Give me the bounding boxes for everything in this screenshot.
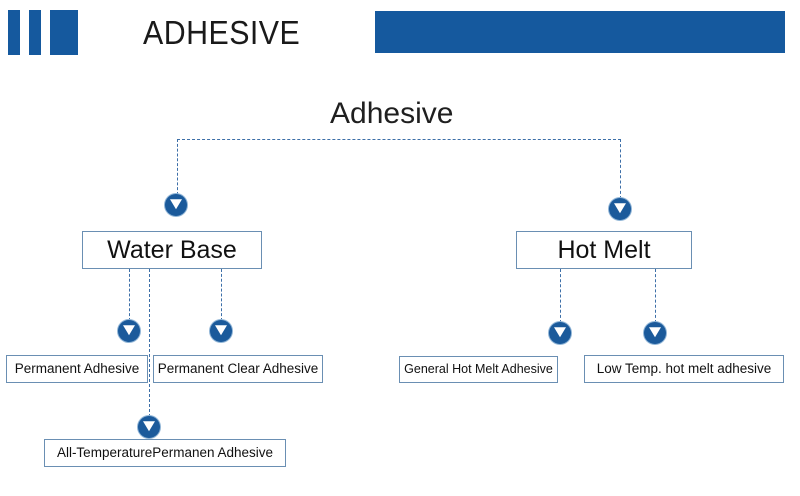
- arrow-marker-hot-melt-icon: [609, 198, 631, 220]
- arrow-marker-permanent-adhesive-icon: [118, 320, 140, 342]
- node-hot-melt[interactable]: Hot Melt: [516, 231, 692, 269]
- connector-water-base-to-all-temperature: [149, 269, 150, 417]
- logo-bar-3: [50, 10, 78, 55]
- arrow-marker-permanent-clear-adhesive-icon: [210, 320, 232, 342]
- connector-hot-melt-to-general: [560, 269, 561, 323]
- connector-root-to-water-base: [177, 139, 178, 195]
- arrow-marker-low-temp-hot-melt-icon: [644, 322, 666, 344]
- diagram-title: Adhesive: [330, 97, 454, 130]
- logo-bar-2: [29, 10, 41, 55]
- connector-water-base-to-permanent-adhesive: [129, 269, 130, 321]
- node-general-hot-melt-adhesive[interactable]: General Hot Melt Adhesive: [399, 356, 558, 383]
- connector-water-base-to-permanent-clear: [221, 269, 222, 321]
- header-title: ADHESIVE: [143, 14, 301, 51]
- node-all-temperature-permanen-adhesive[interactable]: All-TemperaturePermanen Adhesive: [44, 439, 286, 467]
- arrow-marker-all-temperature-icon: [138, 416, 160, 438]
- connector-root-horizontal: [177, 139, 621, 140]
- logo-bar-1: [8, 10, 20, 55]
- arrow-marker-water-base-icon: [165, 194, 187, 216]
- connector-hot-melt-to-low-temp: [655, 269, 656, 323]
- header-banner: [375, 11, 785, 53]
- node-permanent-adhesive[interactable]: Permanent Adhesive: [6, 355, 148, 383]
- node-permanent-clear-adhesive[interactable]: Permanent Clear Adhesive: [153, 355, 323, 383]
- node-water-base[interactable]: Water Base: [82, 231, 262, 269]
- connector-root-to-hot-melt: [620, 139, 621, 199]
- arrow-marker-general-hot-melt-icon: [549, 322, 571, 344]
- node-low-temp-hot-melt-adhesive[interactable]: Low Temp. hot melt adhesive: [584, 355, 784, 383]
